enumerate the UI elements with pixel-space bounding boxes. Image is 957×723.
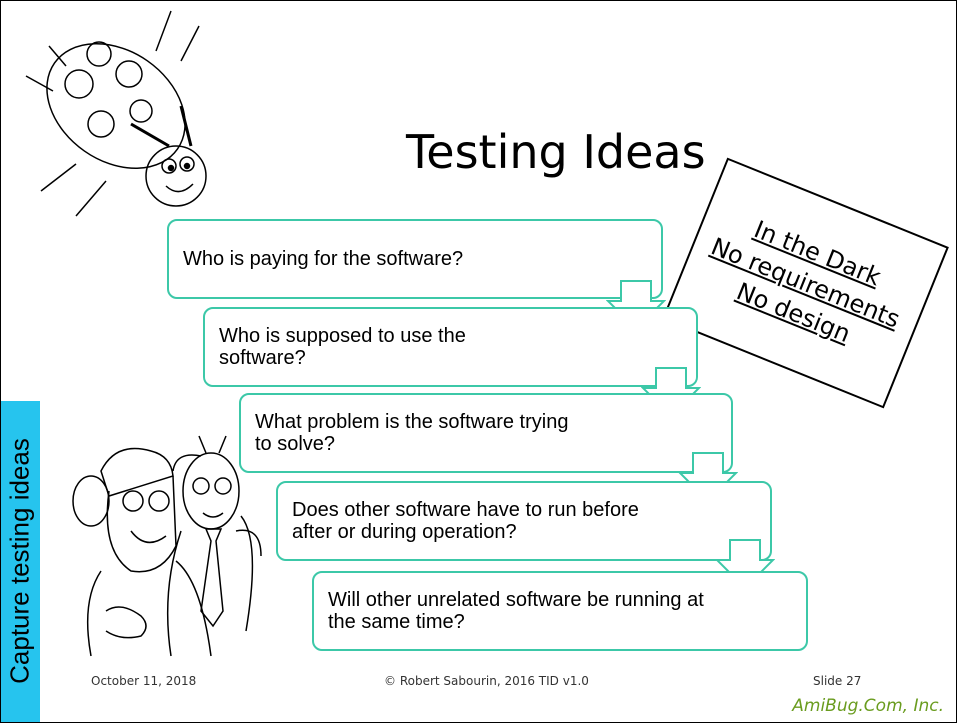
- question-text-1: Who is paying for the software?: [183, 248, 464, 270]
- footer-slide-number: Slide 27: [813, 674, 862, 688]
- question-text-4: Does other software have to run before a…: [292, 499, 639, 543]
- question-box-2: Who is supposed to use the software?: [203, 307, 698, 387]
- question-box-1: Who is paying for the software?: [167, 219, 663, 299]
- question-box-5: Will other unrelated software be running…: [312, 571, 808, 651]
- footer-copyright: © Robert Sabourin, 2016 TID v1.0: [384, 674, 589, 688]
- sidebar-band: [1, 401, 40, 722]
- question-text-5: Will other unrelated software be running…: [328, 589, 704, 633]
- in-the-dark-stamp: In the Dark No requirements No design: [662, 157, 949, 409]
- brand-name: AmiBug.Com, Inc.: [792, 696, 944, 716]
- footer-date: October 11, 2018: [91, 674, 197, 688]
- question-text-2: Who is supposed to use the software?: [219, 325, 466, 369]
- sidebar-label: Capture testing ideas: [4, 438, 35, 684]
- question-box-3: What problem is the software trying to s…: [239, 393, 733, 473]
- question-text-3: What problem is the software trying to s…: [255, 411, 569, 455]
- testers-illustration: [72, 435, 262, 657]
- question-box-4: Does other software have to run before a…: [276, 481, 772, 561]
- slide-title: Testing Ideas: [406, 125, 706, 179]
- ladybug-illustration: [25, 10, 207, 217]
